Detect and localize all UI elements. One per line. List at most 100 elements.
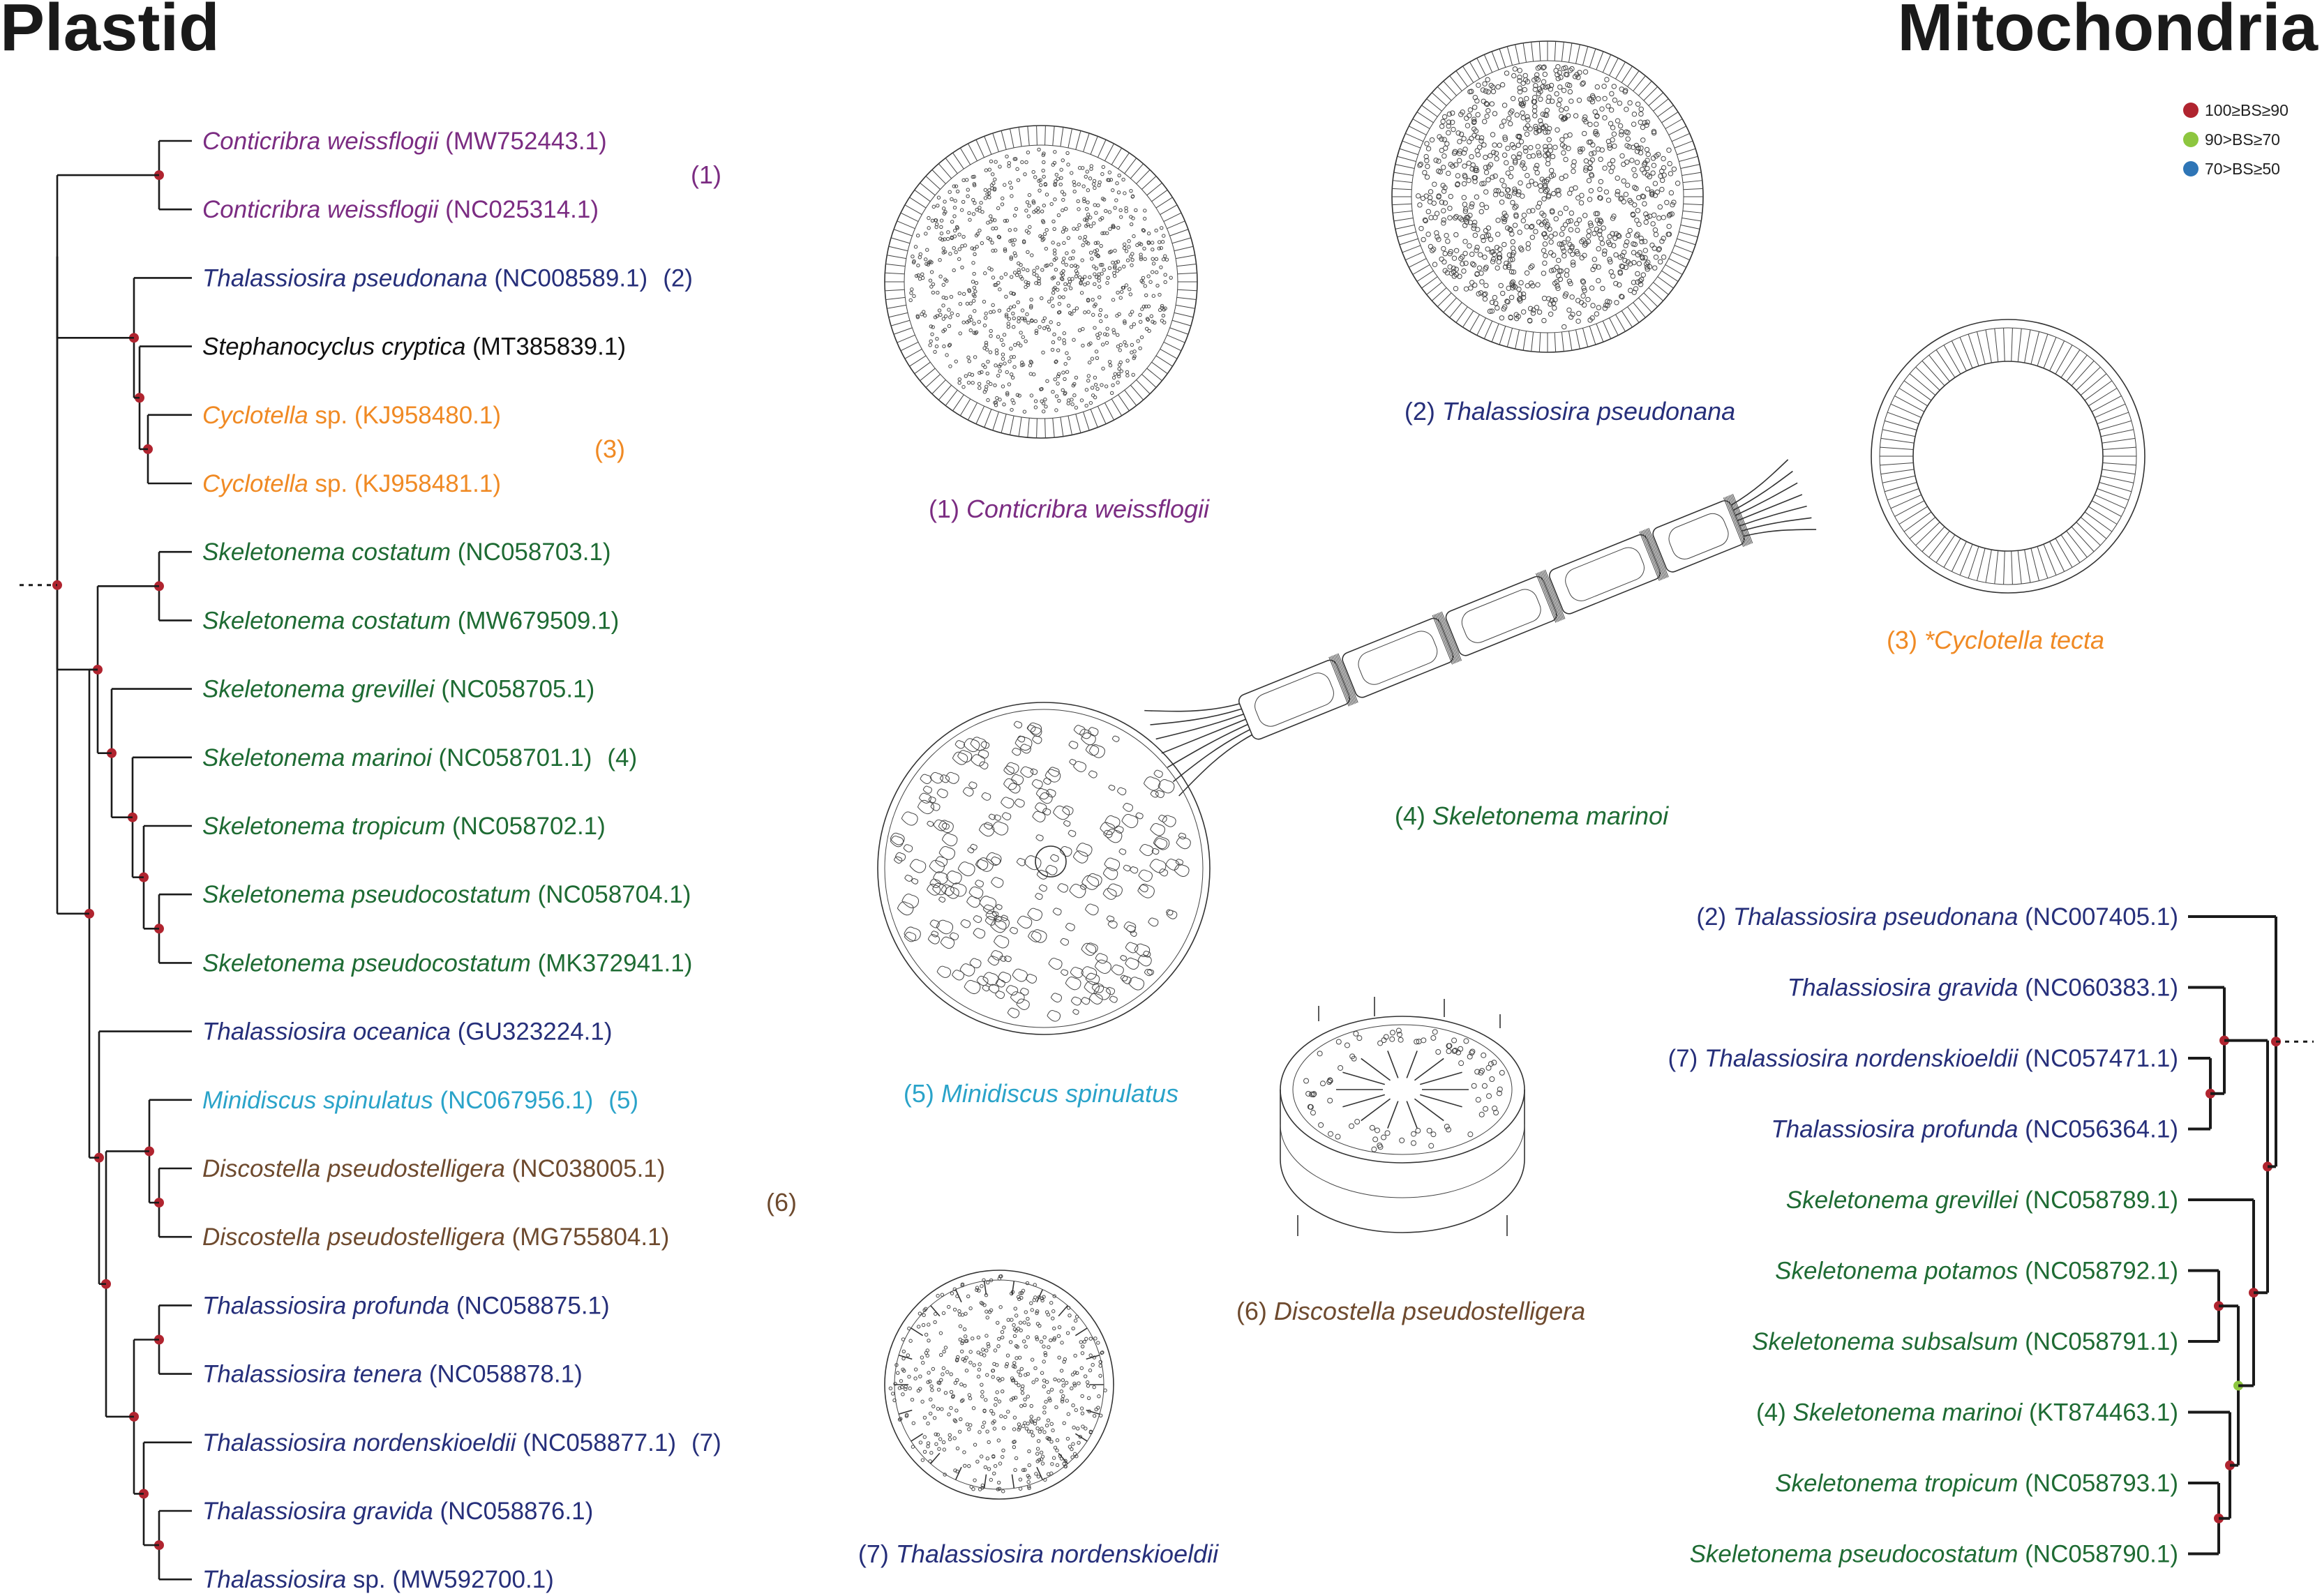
- mito-leaf-label: (7) Thalassiosira nordenskioeldii (NC057…: [1668, 1045, 2178, 1072]
- chain-cell-plastid: [1254, 672, 1334, 727]
- plastid-leaf-label: Discostella pseudostelligera (NC038005.1…: [202, 1155, 665, 1182]
- mitochondria-leaf-labels: (2) Thalassiosira pseudonana (NC007405.1…: [1668, 903, 2178, 1568]
- diatom-drawing-thalassiosira-pseudonana: [1391, 40, 1704, 353]
- plastid-leaf-accession: (MT385839.1): [465, 333, 626, 361]
- plastid-leaf-accession: (NC058701.1): [432, 744, 592, 771]
- plastid-leaf-genus: Skeletonema pseudocostatum: [202, 881, 531, 908]
- striae: [1880, 328, 2136, 585]
- valve-outline: [884, 1270, 1114, 1500]
- mito-leaf-mark: (7): [1668, 1045, 1705, 1072]
- caption-species: Minidiscus spinulatus: [941, 1079, 1178, 1108]
- valve-outline: [1871, 319, 2145, 594]
- legend-dot-high: [2183, 103, 2199, 118]
- valve-rim: [1879, 327, 2137, 585]
- drawing-caption: (6) Discostella pseudostelligera: [1236, 1297, 1585, 1325]
- caption-species: Skeletonema marinoi: [1432, 801, 1669, 830]
- plastid-leaf-accession: (GU323224.1): [451, 1018, 613, 1046]
- plastid-group-label: (3): [594, 435, 625, 463]
- diatom-drawing-conticribra: [884, 125, 1198, 439]
- plastid-leaf-label: Thalassiosira sp. (MW592700.1): [202, 1566, 554, 1593]
- mito-leaf-accession: (KT874463.1): [2022, 1399, 2178, 1426]
- chain-girdle: [1328, 653, 1358, 707]
- plastid-leaf-label: Cyclotella sp. (KJ958481.1): [202, 470, 501, 497]
- plastid-leaf-label: Conticribra weissflogii (NC025314.1): [202, 196, 599, 223]
- caption-species: Conticribra weissflogii: [966, 495, 1210, 523]
- plastid-leaf-genus: Skeletonema grevillei: [202, 676, 435, 703]
- plastid-leaf-genus: Skeletonema marinoi: [202, 744, 433, 771]
- drawing-captions: (1) Conticribra weissflogii (2) Thalassio…: [858, 397, 2104, 1568]
- mito-leaf-genus: Thalassiosira nordenskioeldii: [1705, 1045, 2019, 1072]
- plastid-leaf-genus: Thalassiosira profunda: [202, 1292, 449, 1319]
- radial-costae: [1336, 1051, 1469, 1129]
- plastid-leaf-accession: (NC058876.1): [433, 1498, 594, 1525]
- mito-leaf-label: Thalassiosira gravida (NC060383.1): [1788, 974, 2178, 1002]
- plastid-leaf-label: Skeletonema pseudocostatum (NC058704.1): [202, 881, 691, 908]
- plastid-leaf-label: Skeletonema costatum (MW679509.1): [202, 607, 619, 634]
- plastid-leaf-accession: (NC058878.1): [422, 1361, 583, 1388]
- plastid-leaf-genus: Thalassiosira pseudonana: [202, 264, 488, 292]
- caption-species: Discostella pseudostelligera: [1274, 1297, 1585, 1325]
- plastid-leaf-genus: Skeletonema costatum: [202, 539, 451, 566]
- marginal-areolae: [1303, 1027, 1505, 1152]
- mito-leaf-accession: (NC058789.1): [2018, 1187, 2178, 1214]
- valve-areolae: [908, 147, 1173, 414]
- plastid-leaf-label: Thalassiosira gravida (NC058876.1): [202, 1498, 593, 1525]
- plastid-leaf-accession: (NC067956.1): [433, 1087, 594, 1114]
- chain-girdle: [1432, 611, 1462, 665]
- mito-leaf-label: Skeletonema subsalsum (NC058791.1): [1752, 1328, 2178, 1355]
- mito-leaf-mark: (2): [1696, 903, 1733, 931]
- plastid-leaf-label: Discostella pseudostelligera (MG755804.1…: [202, 1224, 669, 1251]
- plastid-leaf-label: Thalassiosira pseudonana (NC008589.1) (2): [202, 264, 693, 292]
- mito-leaf-genus: Skeletonema grevillei: [1786, 1187, 2019, 1214]
- chain-cell-plastid: [1358, 631, 1438, 685]
- plastid-leaf-accession: (NC058702.1): [445, 813, 606, 840]
- plastid-leaf-label: Stephanocyclus cryptica (MT385839.1): [202, 333, 626, 361]
- marginal-spines: [1297, 997, 1508, 1236]
- plastid-leaf-genus: Stephanocyclus cryptica: [202, 333, 465, 361]
- plastid-leaf-genus: Skeletonema pseudocostatum: [202, 949, 531, 977]
- drawing-caption: (7) Thalassiosira nordenskioeldii: [858, 1539, 1219, 1568]
- valve-areolae: [888, 1274, 1107, 1493]
- mito-leaf-genus: Skeletonema pseudocostatum: [1690, 1541, 2018, 1568]
- plastid-leaf-accession: sp. (MW592700.1): [346, 1566, 554, 1593]
- chain-cell-plastid: [1668, 513, 1729, 559]
- drawing-caption: (2) Thalassiosira pseudonana: [1405, 397, 1735, 426]
- mito-leaf-genus: Skeletonema subsalsum: [1752, 1328, 2018, 1355]
- plastid-leaf-accession: (MK372941.1): [531, 949, 693, 977]
- caption-number: (2): [1405, 397, 1442, 426]
- mito-leaf-genus: Thalassiosira profunda: [1771, 1116, 2018, 1143]
- caption-number: (4): [1395, 801, 1432, 830]
- chain-processes: [1144, 459, 1817, 797]
- mito-leaf-accession: (NC058793.1): [2018, 1470, 2178, 1497]
- mito-leaf-genus: Thalassiosira gravida: [1788, 974, 2018, 1002]
- caption-number: (1): [929, 495, 966, 523]
- mito-leaf-genus: Skeletonema tropicum: [1775, 1470, 2018, 1497]
- mitochondria-header: Mitochondria: [1897, 0, 2318, 65]
- diatom-drawing-thalassiosira-nordenskioeldii: [884, 1270, 1114, 1500]
- legend-label-low: 70>BS≥50: [2205, 160, 2280, 178]
- plastid-header: Plastid: [0, 0, 220, 65]
- valve-outline: [877, 702, 1211, 1035]
- caption-number: (5): [904, 1079, 941, 1108]
- plastid-leaf-accession: (NC025314.1): [438, 196, 599, 223]
- valve-mantle-ticks: [1392, 41, 1703, 352]
- plastid-leaf-labels: Conticribra weissflogii (MW752443.1)Cont…: [202, 128, 721, 1593]
- plastid-leaf-mark: (2): [663, 264, 693, 292]
- caption-species: *Cyclotella tecta: [1924, 626, 2104, 654]
- marginal-processes: [894, 1281, 1104, 1489]
- valve-face: [1280, 1016, 1525, 1164]
- mito-leaf-label: Thalassiosira profunda (NC056364.1): [1771, 1116, 2178, 1143]
- plastid-leaf-accession: (MW752443.1): [438, 128, 606, 155]
- plastid-leaf-label: Thalassiosira oceanica (GU323224.1): [202, 1018, 613, 1046]
- mito-leaf-label: (4) Skeletonema marinoi (KT874463.1): [1756, 1399, 2178, 1426]
- plastid-leaf-genus: Skeletonema costatum: [202, 607, 451, 634]
- mito-leaf-accession: (NC058791.1): [2018, 1328, 2178, 1355]
- mito-leaf-genus: Skeletonema potamos: [1775, 1258, 2018, 1285]
- legend-label-high: 100≥BS≥90: [2205, 101, 2289, 119]
- plastid-leaf-accession: (MW679509.1): [451, 607, 619, 634]
- mito-leaf-label: Skeletonema grevillei (NC058789.1): [1786, 1187, 2178, 1214]
- mito-leaf-accession: (NC057471.1): [2018, 1045, 2178, 1072]
- plastid-leaf-accession: (NC008589.1): [488, 264, 648, 292]
- plastid-leaf-genus: Skeletonema tropicum: [202, 813, 445, 840]
